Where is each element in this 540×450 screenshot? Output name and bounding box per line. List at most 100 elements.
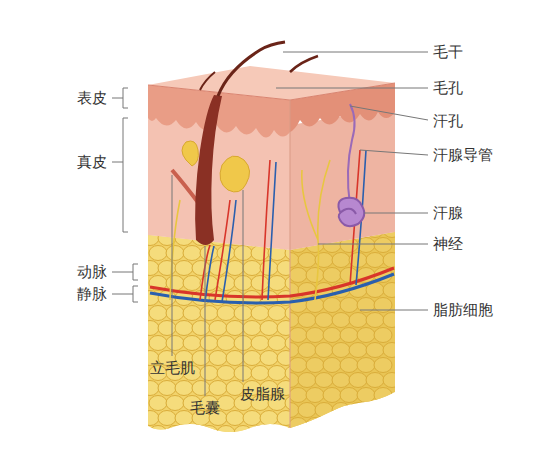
fat-cell xyxy=(217,366,235,381)
fat-cell xyxy=(158,321,176,336)
fat-cell xyxy=(251,426,269,441)
fat-cell xyxy=(349,373,367,388)
fat-cell xyxy=(192,321,210,336)
sweat-duct xyxy=(348,104,355,205)
fat-cell xyxy=(200,306,218,321)
fat-cell xyxy=(349,313,367,328)
fat-cell xyxy=(349,343,367,358)
fat-cell xyxy=(374,238,392,253)
fat-cell xyxy=(217,336,235,351)
fat-cell xyxy=(217,426,235,441)
fat-cell-label: 脂肪细胞 xyxy=(433,301,493,319)
fat-cell xyxy=(340,298,358,313)
fat-cell xyxy=(315,343,333,358)
dermis-side xyxy=(290,108,395,250)
fat-cell xyxy=(166,426,184,441)
fat-cell xyxy=(383,283,401,298)
fat-cell xyxy=(366,313,384,328)
fat-cell xyxy=(183,306,201,321)
sweat-pore-label: 汗孔 xyxy=(433,112,463,130)
fat-cell xyxy=(374,388,392,403)
fat-cell xyxy=(340,328,358,343)
fat-cell xyxy=(166,396,184,411)
fat-cell xyxy=(260,351,278,366)
fat-cell xyxy=(374,328,392,343)
fat-cell xyxy=(192,261,210,276)
fat-cell xyxy=(323,328,341,343)
fat-cell xyxy=(298,343,316,358)
fat-cell xyxy=(298,403,316,418)
nerve xyxy=(170,160,330,300)
fat-cell xyxy=(298,253,316,268)
fat-cell xyxy=(349,403,367,418)
fat-cell xyxy=(340,358,358,373)
fat-cell xyxy=(183,426,201,441)
fat-cell xyxy=(323,418,341,433)
sebaceous-label: 皮脂腺 xyxy=(240,385,285,403)
hair-shaft xyxy=(218,42,285,96)
skin-top xyxy=(148,66,395,100)
fat-cell xyxy=(315,373,333,388)
fat-cell xyxy=(366,253,384,268)
fat-cell xyxy=(357,358,375,373)
fat-cell xyxy=(289,388,307,403)
fat-cell xyxy=(332,313,350,328)
fat-cell xyxy=(166,246,184,261)
fat-cell xyxy=(306,358,324,373)
fat-cell xyxy=(141,411,159,426)
fat-cell xyxy=(209,381,227,396)
fat-front xyxy=(148,235,290,432)
fat-cell xyxy=(383,253,401,268)
fat-cell xyxy=(166,336,184,351)
fat-cell xyxy=(332,373,350,388)
fat-cell xyxy=(243,351,261,366)
fat-cell xyxy=(192,381,210,396)
fat-cell xyxy=(383,403,401,418)
fat-cell xyxy=(200,366,218,381)
fat-cell xyxy=(260,321,278,336)
fat-cell xyxy=(298,313,316,328)
fat-side xyxy=(290,232,395,428)
fat-cell xyxy=(323,388,341,403)
epidermis-label: 表皮 xyxy=(77,89,107,107)
fat-cell xyxy=(217,246,235,261)
fat-cell xyxy=(323,298,341,313)
fat-cell xyxy=(251,366,269,381)
fat-cell xyxy=(306,328,324,343)
fat-cell xyxy=(141,321,159,336)
fat-cell xyxy=(323,358,341,373)
fat-cell xyxy=(289,358,307,373)
sebaceous-gland xyxy=(220,156,250,192)
fat-cell xyxy=(175,261,193,276)
vein-label: 静脉 xyxy=(77,285,107,303)
fat-cell xyxy=(175,321,193,336)
fat-cell xyxy=(183,276,201,291)
fat-cell xyxy=(289,328,307,343)
fat-cell xyxy=(166,276,184,291)
fat-cell xyxy=(306,418,324,433)
fat-cell xyxy=(175,381,193,396)
fat-cell xyxy=(243,261,261,276)
fat-cell xyxy=(158,411,176,426)
artery-label: 动脉 xyxy=(77,263,107,281)
fat-cell xyxy=(226,411,244,426)
fat-cell xyxy=(158,381,176,396)
fat-cell xyxy=(243,321,261,336)
fat-cell xyxy=(183,336,201,351)
follicle-label: 毛囊 xyxy=(190,399,220,417)
fat-cell xyxy=(251,336,269,351)
fat-cell xyxy=(315,403,333,418)
fat-cell xyxy=(374,358,392,373)
fat-cell xyxy=(332,343,350,358)
fat-cell xyxy=(374,418,392,433)
fat-cell xyxy=(357,328,375,343)
fat-cell xyxy=(251,276,269,291)
fat-cell xyxy=(141,381,159,396)
fat-cell xyxy=(209,321,227,336)
hair-follicle xyxy=(195,95,222,245)
fat-cell xyxy=(234,426,252,441)
fat-cell xyxy=(268,306,286,321)
fat-cell xyxy=(383,343,401,358)
fat-cell xyxy=(340,418,358,433)
